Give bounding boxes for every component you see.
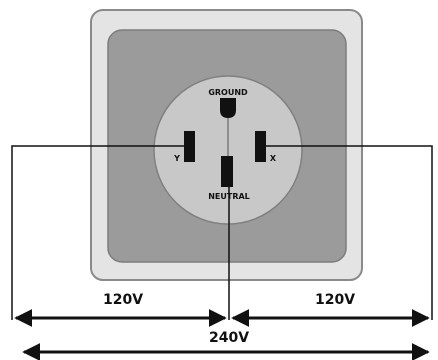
right-voltage-label: 120V (315, 292, 355, 308)
ground-slot (220, 98, 236, 118)
y-hot-slot (184, 131, 195, 162)
y-wire (11, 145, 184, 320)
left-voltage-label: 120V (103, 292, 143, 308)
x-hot-slot (255, 131, 266, 162)
x-wire (266, 145, 433, 320)
neutral-slot (221, 156, 233, 187)
x-slot-label: X (270, 154, 277, 163)
y-slot-label: Y (173, 154, 180, 163)
ground-label: GROUND (208, 88, 248, 97)
total-voltage-label: 240V (209, 330, 249, 346)
